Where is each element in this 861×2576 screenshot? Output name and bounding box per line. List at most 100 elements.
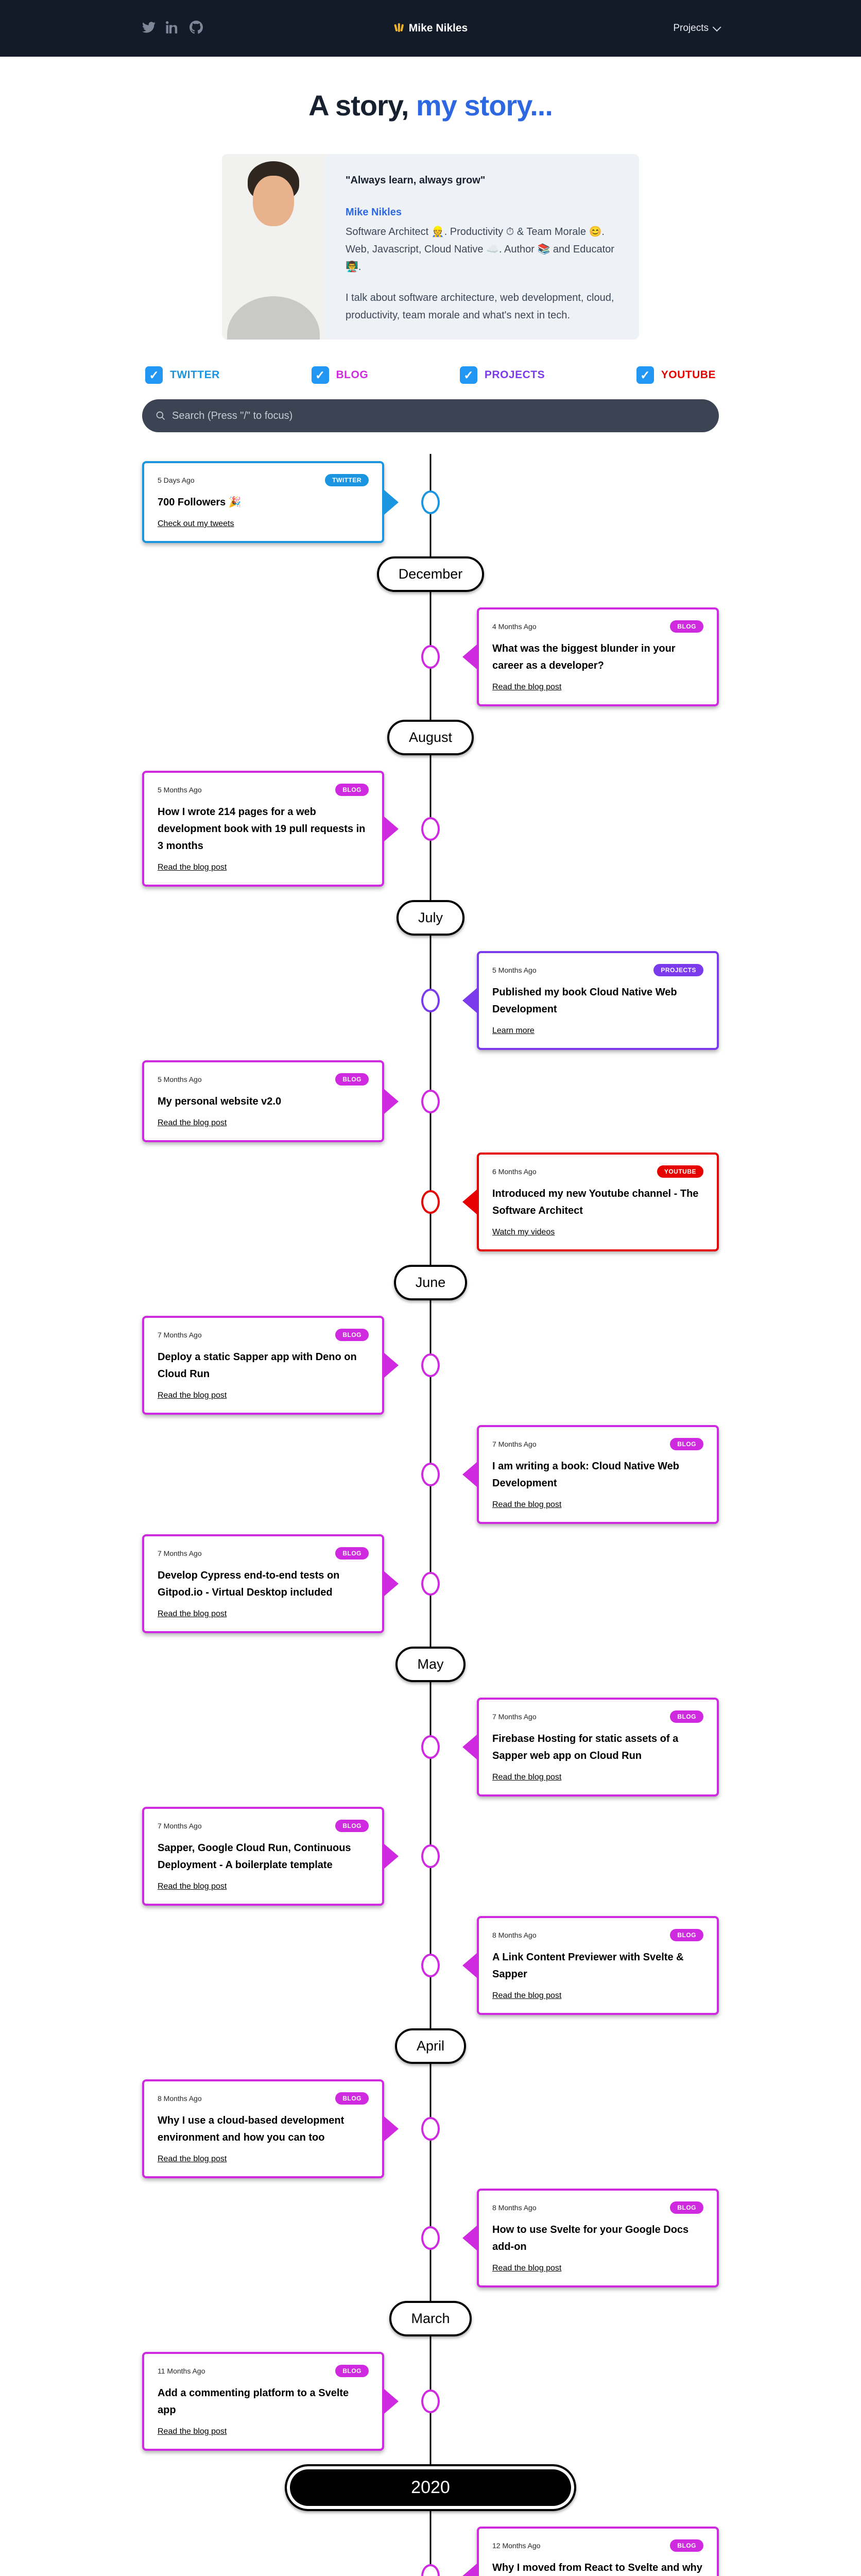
card-link[interactable]: Read the blog post — [492, 1500, 562, 1509]
timeline-node — [421, 2564, 440, 2576]
checkbox-youtube[interactable]: ✓ — [636, 366, 654, 384]
card-date: 7 Months Ago — [158, 1331, 202, 1339]
year-label: 2020 — [285, 2464, 576, 2511]
card-arrow — [462, 1190, 477, 1214]
card-date: 7 Months Ago — [158, 1549, 202, 1557]
filter-label: TWITTER — [170, 369, 220, 381]
card-arrow — [462, 2564, 477, 2576]
timeline-node — [421, 2389, 440, 2413]
category-badge: BLOG — [335, 1329, 369, 1341]
month-label: August — [387, 720, 474, 755]
filter-row: ✓ TWITTER ✓ BLOG ✓PROJECTS ✓YOUTUBE — [142, 366, 719, 384]
checkbox-projects[interactable]: ✓ — [459, 366, 477, 384]
card-title: Introduced my new Youtube channel - The … — [492, 1188, 699, 1216]
card-title: Sapper, Google Cloud Run, Continuous Dep… — [158, 1842, 351, 1871]
site-brand[interactable]: Mike Nikles — [393, 22, 468, 35]
card-date: 5 Months Ago — [492, 966, 537, 974]
card-link[interactable]: Read the blog post — [492, 1773, 562, 1782]
profile-name-link[interactable]: Mike Nikles — [346, 207, 402, 218]
card-title: Develop Cypress end-to-end tests on Gitp… — [158, 1570, 340, 1598]
card-arrow — [462, 2226, 477, 2250]
twitter-icon[interactable] — [142, 21, 156, 37]
filter-label: BLOG — [336, 369, 369, 381]
category-badge: TWITTER — [325, 474, 369, 486]
filter-projects[interactable]: ✓PROJECTS — [459, 366, 545, 384]
card-date: 8 Months Ago — [158, 2094, 202, 2103]
filter-twitter[interactable]: ✓ TWITTER — [145, 366, 220, 384]
card-link[interactable]: Read the blog post — [158, 863, 227, 872]
category-badge: BLOG — [335, 2365, 369, 2377]
filter-blog[interactable]: ✓ BLOG — [311, 366, 369, 384]
month-label: April — [394, 2028, 466, 2064]
month-label: May — [395, 1647, 466, 1682]
card-arrow — [384, 489, 399, 515]
card-date: 5 Months Ago — [158, 1075, 202, 1083]
card-link[interactable]: Read the blog post — [158, 2427, 227, 2436]
card-link[interactable]: Learn more — [492, 1026, 535, 1035]
card-link[interactable]: Read the blog post — [158, 1391, 227, 1400]
card-title: Why I use a cloud-based development envi… — [158, 2115, 345, 2143]
card-arrow — [384, 1571, 399, 1596]
card-date: 7 Months Ago — [158, 1822, 202, 1830]
filter-youtube[interactable]: ✓YOUTUBE — [636, 366, 716, 384]
category-badge: YOUTUBE — [657, 1165, 703, 1178]
card-arrow — [384, 2389, 399, 2414]
category-badge: BLOG — [670, 1710, 703, 1723]
page-title: A story, my story... — [308, 89, 553, 122]
timeline-node — [421, 645, 440, 669]
card-arrow — [462, 1953, 477, 1978]
timeline-node — [421, 1844, 440, 1868]
timeline-node — [421, 2226, 440, 2250]
category-badge: BLOG — [670, 1438, 703, 1450]
card-link[interactable]: Read the blog post — [158, 2155, 227, 2163]
card-link[interactable]: Read the blog post — [492, 2264, 562, 2273]
card-title: Firebase Hosting for static assets of a … — [492, 1733, 679, 1761]
card-arrow — [462, 1462, 477, 1487]
github-icon[interactable] — [190, 20, 203, 37]
timeline-node — [421, 989, 440, 1012]
timeline-node — [421, 2117, 440, 2141]
checkbox-twitter[interactable]: ✓ — [145, 366, 163, 384]
profile-quote: "Always learn, always grow" — [346, 175, 486, 186]
card-link[interactable]: Watch my videos — [492, 1228, 555, 1236]
card-link[interactable]: Check out my tweets — [158, 519, 234, 528]
card-date: 7 Months Ago — [492, 1440, 537, 1448]
month-label: June — [393, 1265, 468, 1300]
card-title: Published my book Cloud Native Web Devel… — [492, 987, 677, 1015]
checkbox-blog[interactable]: ✓ — [311, 366, 329, 384]
category-badge: BLOG — [670, 2539, 703, 2552]
timeline-month-separator: August — [142, 720, 719, 755]
search-bar[interactable] — [142, 399, 719, 432]
card-arrow — [462, 988, 477, 1013]
search-input[interactable] — [172, 410, 705, 422]
linkedin-icon[interactable] — [166, 21, 179, 37]
card-link[interactable]: Read the blog post — [492, 1991, 562, 2000]
card-link[interactable]: Read the blog post — [492, 683, 562, 691]
card-link[interactable]: Read the blog post — [158, 1118, 227, 1127]
card-link[interactable]: Read the blog post — [158, 1882, 227, 1891]
timeline-node — [421, 1463, 440, 1486]
category-badge: BLOG — [670, 2201, 703, 2214]
card-arrow — [384, 2116, 399, 2141]
card-link[interactable]: Read the blog post — [158, 1609, 227, 1618]
card-title: A Link Content Previewer with Svelte & S… — [492, 1952, 684, 1980]
card-arrow — [384, 1844, 399, 1869]
nav-projects-label: Projects — [673, 23, 709, 33]
timeline-node — [421, 1190, 440, 1214]
timeline-year-separator: 2020 — [142, 2464, 719, 2511]
nav-projects-dropdown[interactable]: Projects — [673, 23, 721, 34]
